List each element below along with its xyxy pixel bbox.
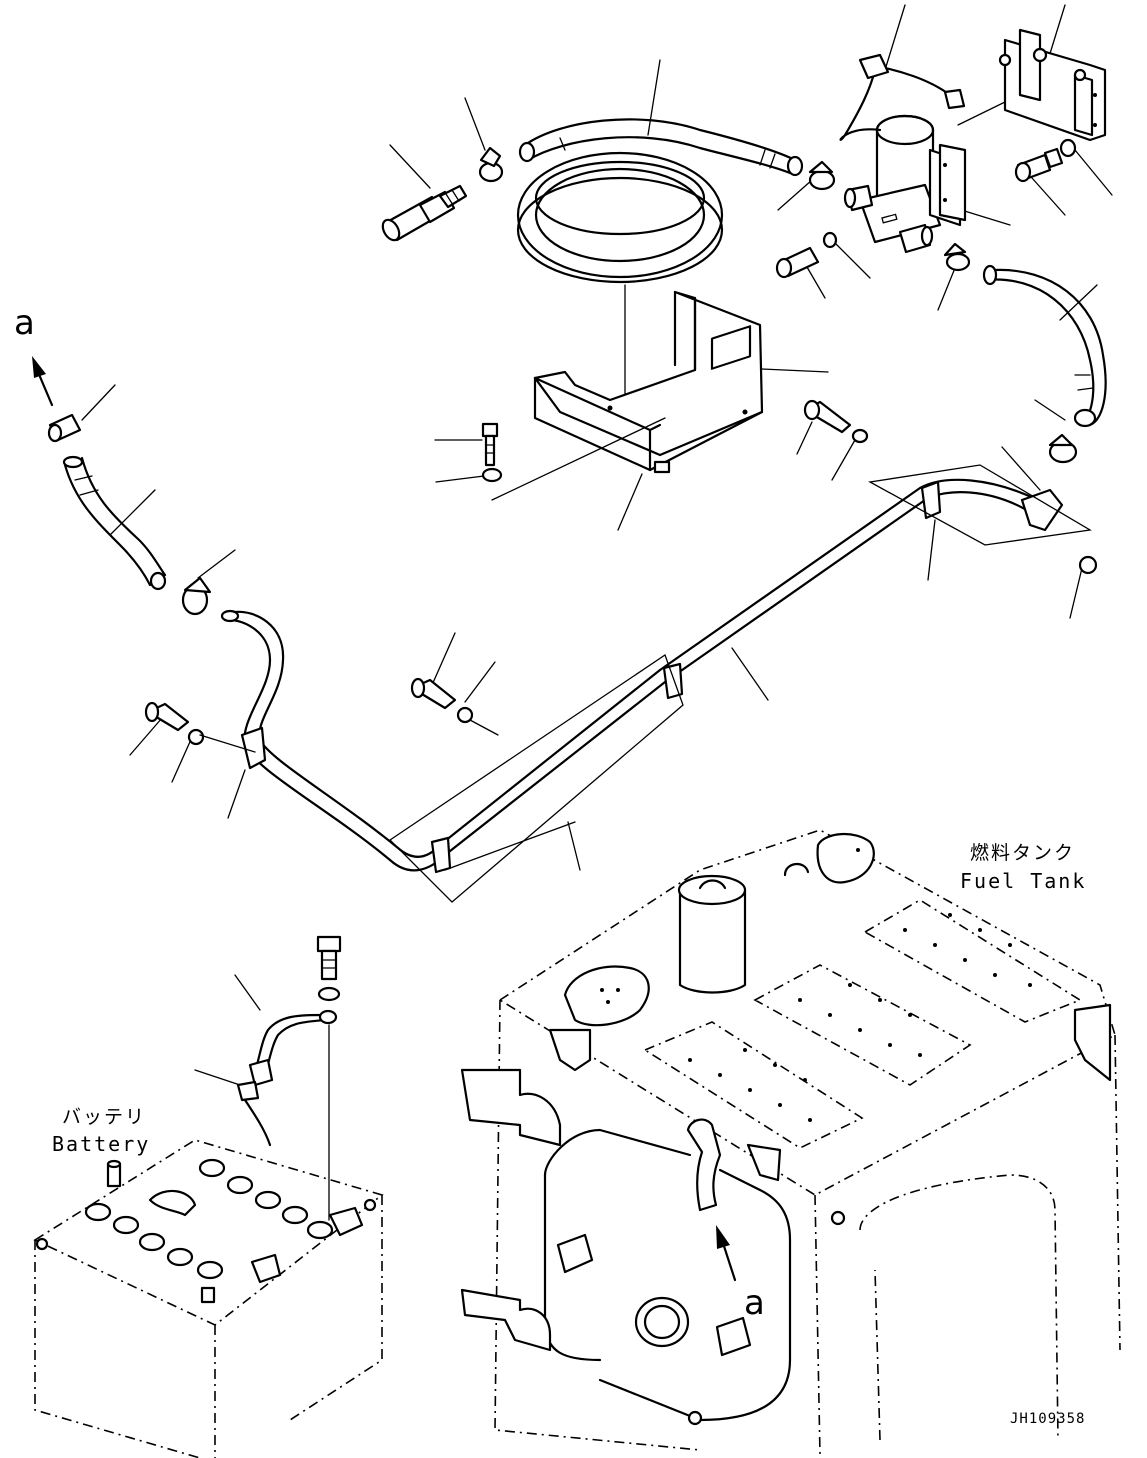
washer [1059,138,1077,158]
bolt [1014,147,1064,183]
hose-clamp [943,242,971,272]
battery-label-en: Battery [52,1132,151,1156]
washer [317,986,341,1002]
fuel-tank-label-en: Fuel Tank [960,869,1087,893]
pump-stand [533,284,764,474]
hose-clamp [181,576,212,616]
view-a-label-top: a [14,303,35,343]
washer [822,231,838,249]
fuel-pipe [220,478,1064,874]
nut [1078,555,1098,575]
bolt [803,399,852,434]
fuel-pump [839,53,967,254]
hose-left [62,455,167,591]
battery [33,1139,384,1458]
bolt [481,422,499,467]
hose-right [982,264,1107,428]
coiled-hose [516,118,804,284]
view-a-label-bottom: a [744,1283,765,1323]
hose-clamp [808,160,836,191]
assembly-guide [388,653,684,903]
washer [187,728,205,746]
bolt [316,935,342,981]
ground-cable [236,1009,338,1147]
bolt [410,677,457,710]
washer [851,428,869,444]
fuel-tank [460,829,1121,1456]
washer [481,467,503,483]
bolt [144,701,190,732]
plate-bolts [688,913,1032,1122]
hose-clamp [47,413,82,443]
bolt [775,246,820,279]
battery-label-jp: バッテリ [62,1106,147,1128]
washer [456,706,474,724]
hose-clamp [1048,433,1078,464]
view-a-arrow-top [32,356,54,407]
hose-connector [381,184,468,242]
drawing-code: JH109358 [1010,1411,1086,1427]
hose-clamp [478,146,504,183]
mounting-bracket [998,28,1107,142]
view-a-arrow-bottom [716,1225,737,1282]
fuel-tank-label-jp: 燃料タンク [970,842,1076,864]
